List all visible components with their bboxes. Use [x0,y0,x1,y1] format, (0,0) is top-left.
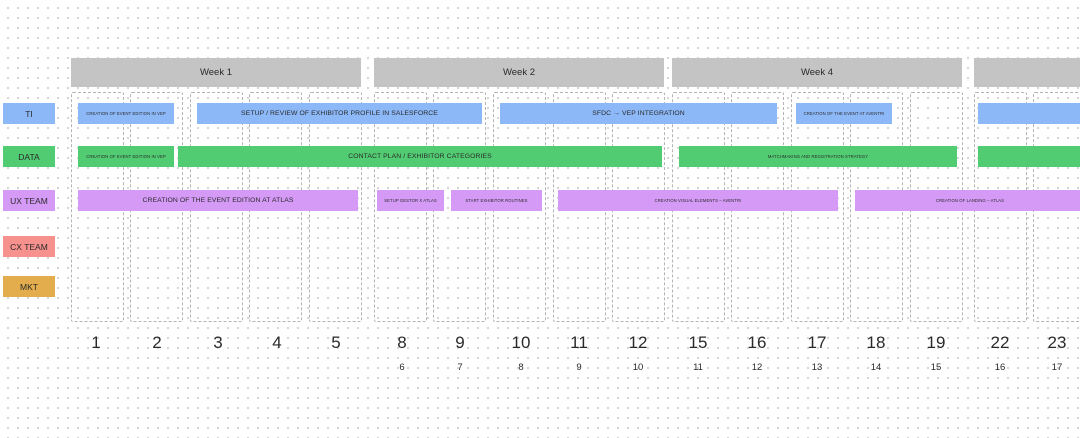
team-label-mkt[interactable]: MKT [3,276,55,297]
day-subnumber: 16 [994,362,1006,373]
day-subnumber: 9 [576,362,582,373]
day-subnumber: 17 [1051,362,1063,373]
day-number: 17 [807,333,827,352]
day-subnumber: 11 [693,362,703,373]
task-ux-creation-event-edition-atlas[interactable]: CREATION OF THE EVENT EDITION AT ATLAS [78,190,358,211]
day-number: 1 [91,333,101,352]
day-subnumber: 10 [632,362,644,373]
task-ti-next[interactable] [978,103,1080,124]
day-subnumber: 15 [930,362,942,373]
task-data-contact-plan[interactable]: CONTACT PLAN / EXHIBITOR CATEGORIES [178,146,662,167]
task-ux-creation-visual-elements[interactable]: CREATION VISUAL ELEMENTS – AVENTRI [558,190,838,211]
day-number: 23 [1047,333,1067,352]
day-number: 18 [866,333,886,352]
task-data-next[interactable] [978,146,1080,167]
task-ux-setup-gestor-atlas[interactable]: SETUP GESTOR X ATLAS [377,190,444,211]
task-ux-start-exhibitor-routines[interactable]: START EXHIBITOR ROUTINES [451,190,542,211]
day-number: 8 [397,333,407,352]
day-number: 11 [570,333,588,352]
week-header-4[interactable]: Week 4 [672,58,962,87]
task-ti-setup-exhibitor-profile[interactable]: SETUP / REVIEW OF EXHIBITOR PROFILE IN S… [197,103,482,124]
team-label-data[interactable]: DATA [3,146,55,167]
day-subnumber: 12 [751,362,763,373]
day-number: 5 [331,333,341,352]
day-number: 22 [990,333,1010,352]
day-number: 9 [455,333,465,352]
day-number: 2 [152,333,162,352]
task-ti-sfdc-vep-integration[interactable]: SFDC → VEP INTEGRATION [500,103,777,124]
day-subnumber: 13 [811,362,823,373]
task-ti-creation-event-aventri[interactable]: CREATION OF THE EVENT AT AVENTRI [796,103,892,124]
team-label-cx-team[interactable]: CX TEAM [3,236,55,257]
week-header-5[interactable] [974,58,1080,87]
task-ti-creation-event-edition-vep[interactable]: CREATION OF EVENT EDITION IN VEP [78,103,174,124]
day-number: 16 [747,333,767,352]
day-number: 4 [272,333,282,352]
task-data-matchmaking-strategy[interactable]: MATCHMAKING AND REGISTRATION STRATEGY [679,146,957,167]
task-ux-creation-landing-atlas[interactable]: CREATION OF LANDING – ATLAS [855,190,1080,211]
day-number: 10 [511,333,531,352]
day-number: 3 [213,333,223,352]
day-subnumber: 8 [518,362,524,373]
week-header-2[interactable]: Week 2 [374,58,664,87]
day-subnumber: 6 [399,362,405,373]
day-subnumber: 14 [870,362,882,373]
day-subnumber: 7 [457,362,463,373]
team-label-ux-team[interactable]: UX TEAM [3,190,55,211]
team-label-ti[interactable]: TI [3,103,55,124]
day-number: 15 [688,333,708,352]
day-number: 12 [628,333,648,352]
task-data-creation-event-edition-vep[interactable]: CREATION OF EVENT EDITION IN VEP [78,146,174,167]
day-number: 19 [926,333,946,352]
week-header-1[interactable]: Week 1 [71,58,361,87]
